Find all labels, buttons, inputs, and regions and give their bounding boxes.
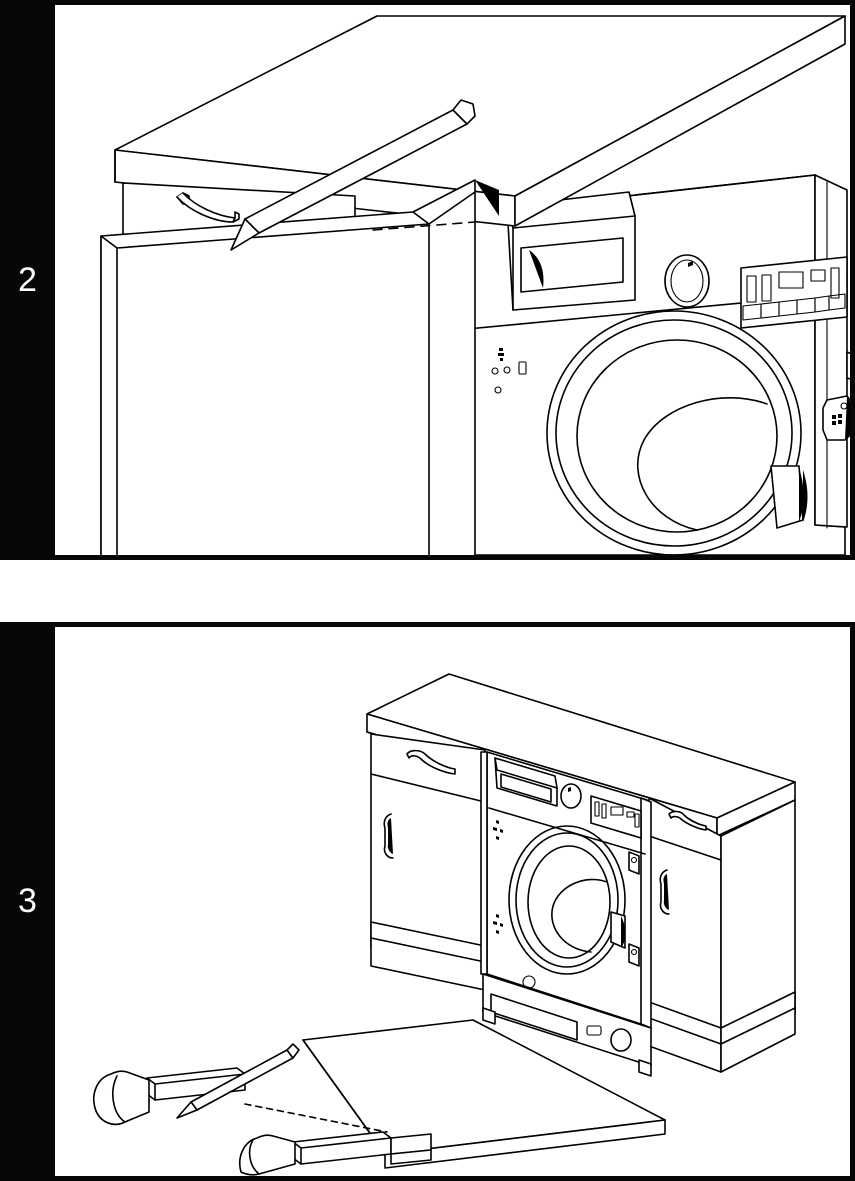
main-display [778, 271, 804, 289]
mounting-bracket-right [292, 1131, 432, 1165]
appliance-door[interactable] [546, 310, 808, 556]
program-selector-knob[interactable] [560, 783, 582, 809]
drawer-pull-handle[interactable] [406, 749, 456, 775]
spacer-roller-left [93, 1070, 150, 1126]
drawer-pull-handle-right[interactable] [668, 810, 707, 831]
cabinet-door-handle[interactable] [383, 813, 394, 859]
control-panel[interactable] [740, 256, 848, 329]
step-number-2: 2 [18, 260, 37, 299]
washing-machine [456, 174, 855, 556]
secondary-display [810, 269, 826, 282]
control-panel[interactable] [590, 795, 642, 839]
program-selector-knob[interactable] [664, 254, 710, 308]
fixing-hole-group-lower [493, 914, 503, 934]
pencil[interactable] [230, 99, 476, 251]
detergent-dispenser-drawer[interactable] [506, 191, 636, 311]
door-handle[interactable] [610, 911, 626, 949]
step-panel-2: 2 [0, 0, 855, 560]
fixing-hole-group [491, 348, 527, 394]
fixing-bracket-upper [628, 851, 640, 875]
fixing-bracket-lower [628, 943, 640, 967]
led-column-right [830, 267, 840, 299]
step-2-illustration [55, 0, 855, 560]
step-3-illustration [55, 622, 855, 1181]
button-row[interactable] [742, 293, 846, 321]
step-panel-3: 3 [0, 622, 855, 1181]
washing-machine [480, 751, 652, 1077]
drawer-pull-handle[interactable] [176, 192, 240, 223]
marking-line [244, 1103, 388, 1133]
decor-door-panel[interactable] [100, 179, 476, 557]
detergent-dispenser-drawer[interactable] [494, 757, 558, 807]
step-number-badge-2: 2 [0, 0, 55, 560]
marking-line [372, 221, 476, 231]
led-column-left-2 [761, 274, 772, 302]
spacer-roller-right [239, 1134, 296, 1176]
service-access-panel[interactable] [482, 973, 652, 1077]
decor-door-panel[interactable] [302, 1019, 666, 1169]
drain-pump-filter-cap[interactable] [610, 1028, 632, 1052]
right-base-cabinet [648, 797, 796, 1073]
fixing-bracket [822, 395, 854, 441]
door-handle[interactable] [770, 465, 808, 529]
cabinet-door-handle-right[interactable] [659, 869, 670, 915]
step-number-3: 3 [18, 882, 37, 920]
appliance-door[interactable] [508, 825, 626, 975]
step-number-badge-3: 3 [0, 622, 55, 1181]
pencil[interactable] [176, 1043, 300, 1119]
fixing-hole-group-upper [493, 820, 503, 840]
left-base-cabinet [370, 733, 486, 991]
led-column-left-1 [746, 275, 757, 303]
